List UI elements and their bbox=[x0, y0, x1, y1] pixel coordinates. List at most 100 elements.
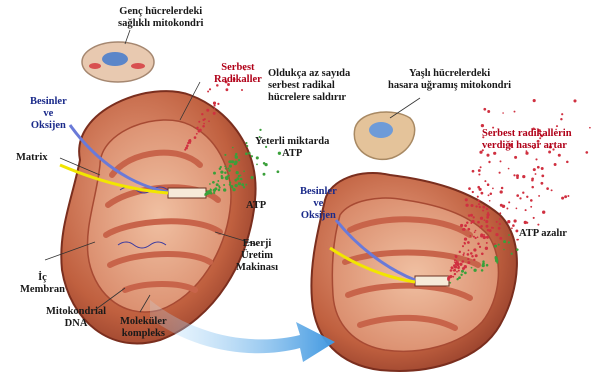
radical-dot bbox=[485, 220, 488, 223]
label-enough-atp-line1: Yeterli miktarda bbox=[255, 136, 329, 148]
atp-dot bbox=[460, 274, 462, 276]
radical-dot bbox=[470, 214, 473, 217]
atp-dot bbox=[213, 192, 215, 194]
radical-dot bbox=[522, 192, 524, 194]
radical-dot bbox=[481, 192, 484, 195]
atp-dot bbox=[229, 183, 231, 185]
atp-dot bbox=[471, 267, 473, 269]
atp-dot bbox=[224, 166, 226, 168]
radical-dot bbox=[479, 226, 481, 228]
radical-dot bbox=[530, 206, 532, 208]
label-enough-atp: Yeterli miktarda ATP bbox=[255, 136, 329, 160]
radical-dot bbox=[556, 125, 558, 127]
radical-dot bbox=[478, 203, 480, 205]
atp-dot bbox=[495, 256, 497, 258]
label-molecular-complex: Moleküler kompleks bbox=[120, 316, 167, 340]
radical-dot bbox=[535, 173, 537, 175]
radical-dot bbox=[478, 173, 480, 175]
radical-dot bbox=[508, 168, 510, 170]
radical-dot bbox=[456, 260, 458, 262]
radical-dot bbox=[481, 253, 484, 256]
radical-dot bbox=[470, 222, 472, 224]
label-radical-damage: Serbest radikallerin verdiği hasar artar bbox=[482, 128, 572, 152]
radical-dot bbox=[530, 199, 533, 202]
atp-dot bbox=[228, 169, 230, 171]
radical-dot bbox=[514, 111, 516, 113]
radical-dot bbox=[470, 252, 473, 255]
atp-dot bbox=[234, 161, 237, 164]
label-few-radicals-line1: Oldukça az sayıda bbox=[268, 68, 350, 80]
radical-dot bbox=[558, 154, 561, 157]
atp-dot bbox=[486, 264, 489, 267]
label-few-radicals: Oldukça az sayıda serbest radikal hücrel… bbox=[268, 68, 350, 104]
radical-dot bbox=[500, 190, 503, 193]
label-energy-machine-line3: Makinası bbox=[236, 262, 278, 274]
radical-dot bbox=[202, 119, 204, 121]
radical-dot bbox=[475, 237, 477, 239]
radical-dot bbox=[514, 156, 517, 159]
radical-dot bbox=[491, 227, 493, 229]
radical-dot bbox=[537, 166, 540, 169]
radical-dot bbox=[554, 163, 557, 166]
radical-dot bbox=[499, 218, 501, 220]
radical-dot bbox=[516, 208, 518, 210]
radical-dot bbox=[462, 254, 464, 256]
radical-dot bbox=[541, 167, 544, 170]
radical-dot bbox=[533, 99, 536, 102]
radical-dot bbox=[466, 222, 468, 224]
atp-dot bbox=[227, 167, 229, 169]
radical-dot bbox=[202, 125, 205, 128]
atp-dot bbox=[241, 183, 244, 186]
atp-dot bbox=[233, 188, 236, 191]
radical-dot bbox=[484, 180, 486, 182]
radical-dot bbox=[450, 269, 453, 272]
radical-dot bbox=[483, 108, 486, 111]
label-old-cell-line2: hasara uğramış mitokondri bbox=[388, 80, 511, 92]
label-energy-machine-line1: Enerji bbox=[236, 238, 278, 250]
atp-dot bbox=[213, 189, 216, 192]
radical-dot bbox=[542, 211, 545, 214]
radical-dot bbox=[213, 102, 216, 105]
atp-dot bbox=[243, 170, 245, 172]
atp-dot bbox=[238, 159, 240, 161]
radical-dot bbox=[226, 88, 229, 91]
radical-dot bbox=[513, 174, 515, 176]
radical-dot bbox=[470, 204, 473, 207]
atp-dot bbox=[223, 184, 225, 186]
radical-dot bbox=[482, 209, 484, 211]
radical-dot bbox=[473, 216, 475, 218]
radical-dot bbox=[459, 263, 462, 266]
radical-dot bbox=[511, 227, 513, 229]
radical-dot bbox=[463, 252, 465, 254]
atp-dot bbox=[219, 167, 221, 169]
radical-dot bbox=[573, 99, 576, 102]
label-old-cell-line1: Yaşlı hücrelerdeki bbox=[388, 68, 511, 80]
young-cell-illustration bbox=[82, 42, 154, 82]
atp-dot bbox=[240, 175, 242, 177]
radical-dot bbox=[488, 194, 490, 196]
radical-dot bbox=[459, 251, 461, 253]
radical-dot bbox=[462, 245, 464, 247]
radical-dot bbox=[490, 192, 493, 195]
radical-dot bbox=[188, 139, 191, 142]
atp-dot bbox=[496, 262, 498, 264]
radical-dot bbox=[487, 110, 490, 113]
radical-dot bbox=[467, 228, 470, 231]
radical-dot bbox=[481, 124, 484, 127]
radical-dot bbox=[585, 151, 588, 154]
atp-dot bbox=[218, 185, 220, 187]
radical-dot bbox=[524, 221, 527, 224]
radical-dot bbox=[451, 267, 453, 269]
atp-dot bbox=[251, 155, 253, 157]
label-nutrients-left-line3: Oksijen bbox=[30, 120, 67, 132]
label-atp: ATP bbox=[246, 200, 266, 212]
atp-dot bbox=[229, 182, 231, 184]
radical-dot bbox=[468, 214, 471, 217]
atp-dot bbox=[481, 269, 484, 272]
radical-dot bbox=[198, 121, 200, 123]
radical-dot bbox=[467, 261, 470, 264]
radical-dot bbox=[486, 154, 489, 157]
radical-dot bbox=[498, 227, 501, 230]
label-nutrients-left: Besinler ve Oksijen bbox=[30, 96, 67, 132]
label-nutrients-right-line3: Oksijen bbox=[300, 210, 337, 222]
